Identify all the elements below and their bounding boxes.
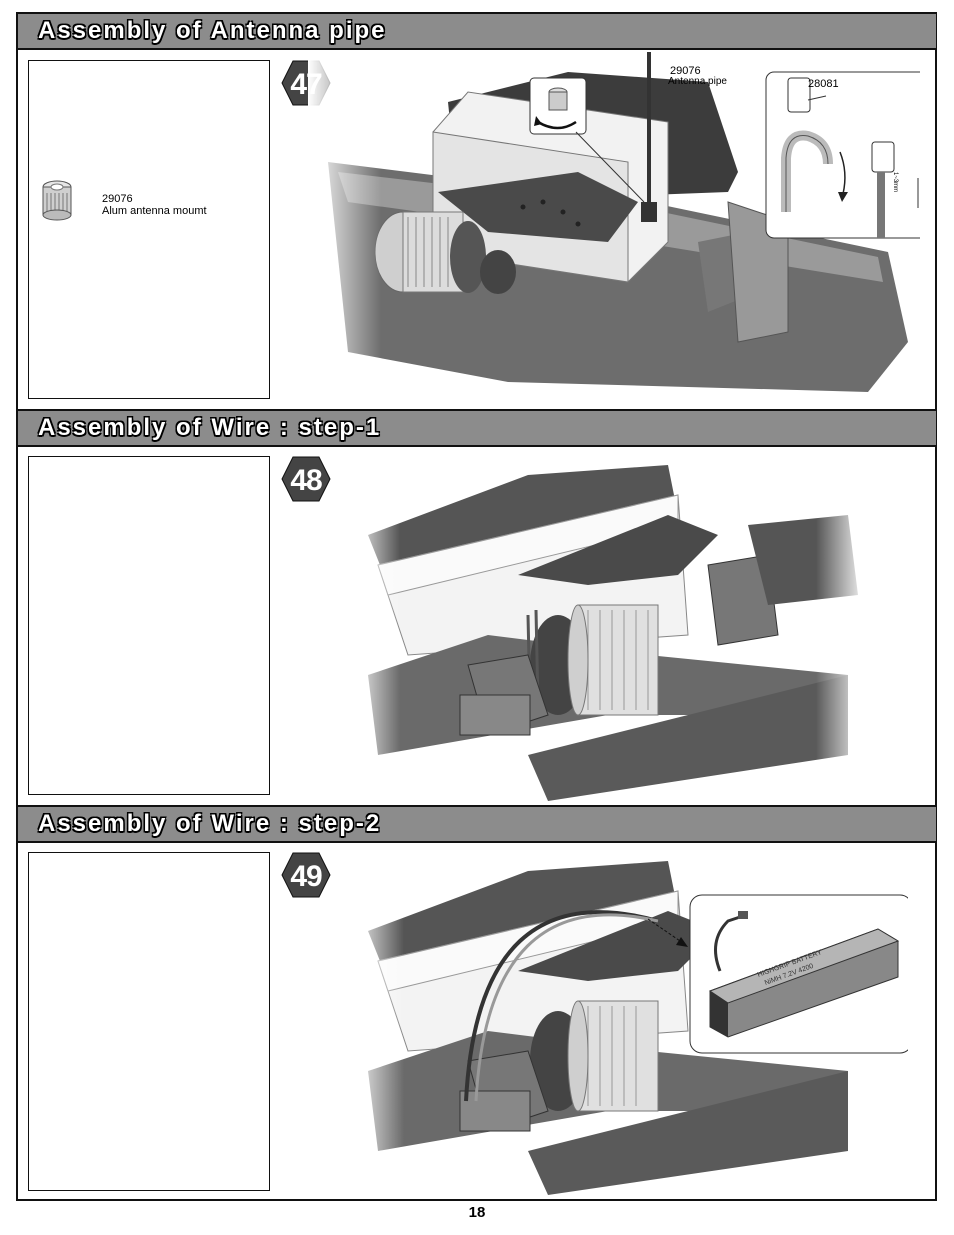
step-badge: 49 bbox=[281, 852, 331, 898]
section-title: Assembly of Wire : step-1 bbox=[38, 414, 382, 441]
parts-box bbox=[28, 456, 270, 795]
antenna-assembly-illustration bbox=[308, 52, 920, 402]
section-wire-step-2: Assembly of Wire : step-2 49 bbox=[18, 805, 936, 1201]
antenna-pipe-name: Antenna pipe bbox=[668, 76, 727, 87]
wire-step-2-illustration: HIGHGRIP BATTERY NiMH 7.2V 4200 bbox=[348, 851, 908, 1195]
step-badge: 48 bbox=[281, 456, 331, 502]
part-name: Alum antenna moumt bbox=[102, 205, 207, 217]
part-code: 29076 bbox=[102, 193, 133, 205]
section-header: Assembly of Wire : step-1 bbox=[18, 409, 936, 447]
antenna-pipe-code: 29076 bbox=[670, 65, 701, 77]
step-number: 48 bbox=[290, 464, 322, 497]
section-wire-step-1: Assembly of Wire : step-1 48 bbox=[18, 409, 936, 805]
gap-label: 1~3mm bbox=[892, 172, 898, 193]
section-antenna-pipe: Assembly of Antenna pipe 29076 Alum ante… bbox=[18, 12, 936, 409]
step-number: 49 bbox=[290, 860, 322, 893]
section-header: Assembly of Antenna pipe bbox=[18, 12, 936, 50]
wire-step-1-illustration bbox=[348, 455, 868, 801]
parts-box bbox=[28, 852, 270, 1191]
section-title: Assembly of Wire : step-2 bbox=[38, 810, 382, 837]
parts-box: 29076 Alum antenna moumt bbox=[28, 60, 270, 399]
section-header: Assembly of Wire : step-2 bbox=[18, 805, 936, 843]
cap-code: 28081 bbox=[808, 78, 839, 90]
antenna-mount-part-icon bbox=[42, 180, 72, 221]
page-number: 18 bbox=[468, 1204, 486, 1221]
section-title: Assembly of Antenna pipe bbox=[38, 17, 387, 44]
